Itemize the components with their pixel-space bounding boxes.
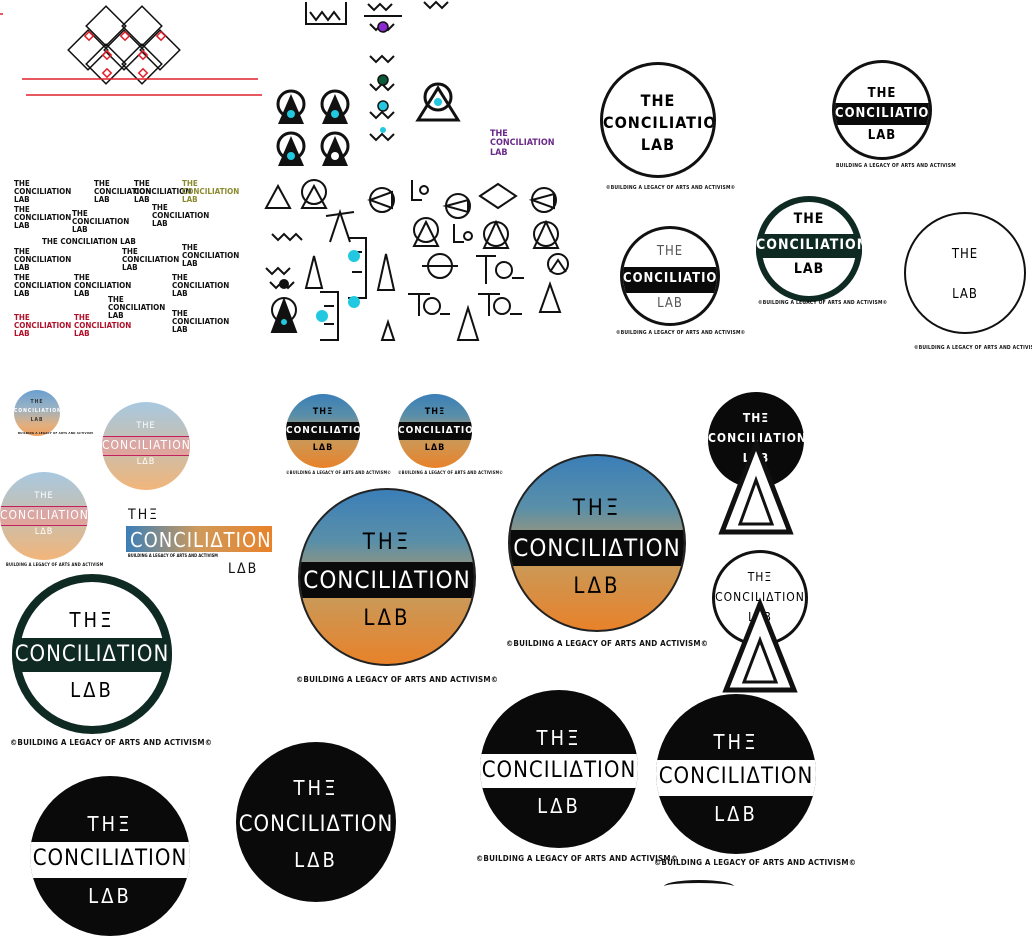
tagline: ©BUILDING A LEGACY OF ARTS AND ACTIVISM©	[476, 854, 679, 863]
logo-gradient-pink-band-1: THE CONCILIATION LΔB	[102, 402, 190, 490]
tagline: ©BUILDING A LEGACY OF ARTS AND ACTIVISM©	[616, 330, 746, 336]
tagline: BUILDING A LEGACY OF ARTS AND ACTIVISM	[6, 562, 104, 567]
logo-circle-band-1: THE CONCILIATION LAB	[832, 60, 932, 160]
tagline: ©BUILDING A LEGACY OF ARTS AND ACTIVISM©	[914, 345, 1032, 351]
tagline: BUILDING A LEGACY OF ARTS AND ACTIVISM	[18, 431, 93, 435]
tagline: ©BUILDING A LEGACY OF ARTS AND ACTIVISM©	[10, 738, 213, 747]
logo-band-green-large: THΞ CONCILIΔTION LΔB	[12, 574, 172, 734]
logo-gradient-small-2: THΞ CONCILIΔTION LΔB	[398, 394, 472, 468]
logo-black-band-3: THΞ CONCILIΔTION LΔB	[30, 776, 190, 936]
logo-edge-fragment	[664, 880, 734, 893]
logo-gradient-small-1: THΞ CONCILIΔTION LΔB	[286, 394, 360, 468]
logo-rect-banner: THΞ CONCILIΔTION BUILDING A LEGACY OF AR…	[126, 507, 272, 577]
tagline: ©BUILDING A LEGACY OF ARTS AND ACTIVISM©	[654, 858, 857, 867]
logo-black-band-2: THΞ CONCILIΔTION LΔB	[656, 694, 816, 854]
tagline: ©BUILDING A LEGACY OF ARTS AND ACTIVISM©	[286, 470, 392, 475]
triangle-icon	[718, 437, 794, 535]
logo-circle-outline-1: THE CONCILIATION LAB	[600, 62, 716, 178]
tagline: BUILDING A LEGACY OF ARTS AND ACTIVISM	[836, 163, 956, 169]
logo-circle-plain: THE LAB	[904, 212, 1026, 334]
tagline: ©BUILDING A LEGACY OF ARTS AND ACTIVISM©	[296, 675, 499, 684]
logo-gradient-tiny: THE CONCILIATION LAB	[14, 390, 60, 436]
glyph-sheet-middle	[264, 179, 569, 341]
logo-black-solid: THΞ CONCILIΔTION LΔB	[236, 742, 396, 902]
tagline: ©BUILDING A LEGACY OF ARTS AND ACTIVISM©	[506, 639, 709, 648]
logo-black-band-1: THΞ CONCILIΔTION LΔB	[480, 690, 638, 848]
logo-gradient-large-2: THΞ CONCILIΔTION LΔB	[508, 454, 686, 632]
tagline: ©BUILDING A LEGACY OF ARTS AND ACTIVISM©	[398, 470, 504, 475]
logo-circle-green: THE CONCILIATION LAB	[756, 196, 862, 302]
logo-gradient-pink-band-2: THE CONCILIATION LΔB	[0, 472, 88, 560]
tagline: ©BUILDING A LEGACY OF ARTS AND ACTIVISM©	[606, 185, 736, 191]
tagline: ©BUILDING A LEGACY OF ARTS AND ACTIVISM©	[758, 300, 888, 306]
diamond-lattice-icon	[0, 5, 262, 96]
logo-gradient-large-1: THΞ CONCILIΔTION LΔB	[298, 488, 476, 666]
glyph-sheet-top	[276, 0, 461, 166]
triangle-icon	[722, 597, 798, 693]
logo-circle-band-2: THE CONCILIATION LAB	[620, 226, 720, 326]
